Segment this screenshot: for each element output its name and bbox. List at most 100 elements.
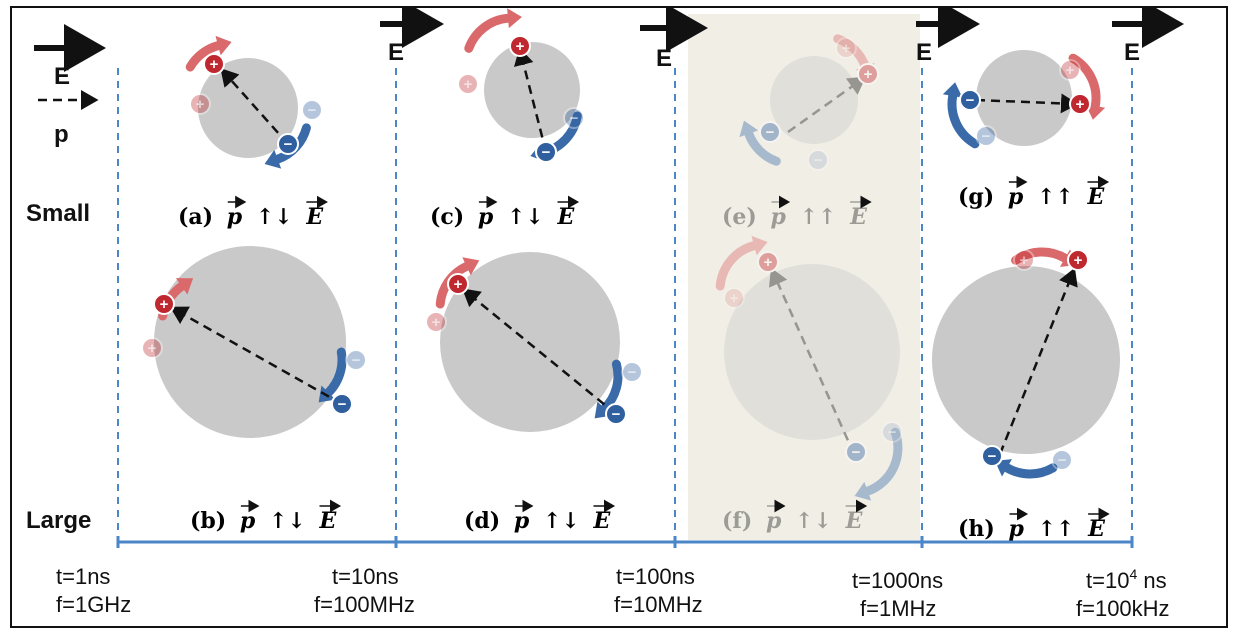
- positive-charge-e: [857, 63, 879, 85]
- caption-h: (h) p ↑↑ E: [958, 516, 1106, 542]
- positive-charge-faint-f-sign: +: [730, 290, 739, 307]
- negative-charge-arc-g-head: [942, 82, 963, 98]
- negative-charge-faint-b-sign: −: [352, 352, 361, 369]
- negative-charge-c-sign: −: [542, 144, 551, 161]
- dipole-arrow-b: [169, 306, 343, 406]
- negative-charge-d-sign: −: [612, 406, 621, 423]
- positive-charge-arc-e-head: [855, 62, 875, 80]
- field-marker-2: E: [640, 8, 708, 72]
- positive-charge-arc-e: [833, 34, 870, 71]
- dipole-arrow-f: [768, 267, 856, 455]
- positive-charge-g-sign: +: [1076, 96, 1085, 113]
- freq-label-1: f=1GHz: [56, 592, 131, 617]
- particle-c: [484, 42, 580, 138]
- negative-charge-g: [959, 89, 981, 111]
- particle-d: [440, 252, 620, 432]
- panel-c: +−+−: [457, 8, 585, 163]
- negative-charge-f: [845, 441, 867, 463]
- panel-g: +−+−: [942, 50, 1106, 149]
- polarization-diagram: E p Small Large E E E E + − + − + − + − + − + − + − + −…: [26, 8, 1184, 621]
- negative-charge-arc-f: [863, 427, 903, 496]
- field-marker-4: E: [1112, 8, 1184, 66]
- negative-charge-g-sign: −: [966, 92, 975, 109]
- legend-field-label: E: [54, 63, 70, 90]
- negative-charge-arc-g: [947, 91, 980, 149]
- dipole-arrow-e: [787, 76, 867, 134]
- negative-charge-arc-b-head: [318, 385, 336, 403]
- positive-charge-arc-a-head: [215, 35, 232, 56]
- legend-dipole-label: p: [54, 121, 69, 148]
- positive-charge-faint-h-sign: +: [1020, 252, 1029, 269]
- captions: (a) p ↑↓ E (b) p ↑↓ E (c) p ↑↓ E (d) p ↑…: [178, 175, 1110, 542]
- caption-d: (d) p ↑↓ E: [464, 508, 611, 534]
- positive-charge-faint-a: [189, 93, 211, 115]
- field-marker-1: E: [380, 8, 444, 66]
- timeline-labels: t=1ns f=1GHz t=10ns f=100MHz t=100ns f=1…: [56, 564, 1170, 621]
- row-label-large: Large: [26, 507, 91, 534]
- svg-text:E: E: [388, 39, 404, 66]
- svg-text:E: E: [1124, 39, 1140, 66]
- negative-charge-e: [759, 121, 781, 143]
- positive-charge-faint-g: [1059, 59, 1081, 81]
- timeline-axis: [116, 536, 1134, 548]
- positive-charge-arc-f-head: [751, 235, 768, 256]
- positive-charge-c: [509, 35, 531, 57]
- panel-e: +−+−: [739, 34, 879, 171]
- highlight-band: [688, 14, 920, 540]
- particle-e: [770, 56, 858, 144]
- positive-charge-c-sign: +: [516, 38, 525, 55]
- negative-charge-faint-d: [621, 361, 643, 383]
- positive-charge-faint-e: [835, 37, 857, 59]
- negative-charge-faint-g-sign: −: [982, 128, 991, 145]
- negative-charge-faint-e-sign: −: [814, 152, 823, 169]
- positive-charge-faint-c-sign: +: [464, 76, 473, 93]
- negative-charge-arc-d: [600, 359, 623, 413]
- negative-charge-faint-h-sign: −: [1058, 452, 1067, 469]
- positive-charge-arc-a: [185, 41, 223, 72]
- negative-charge-b: [331, 393, 353, 415]
- positive-charge-faint-d-sign: +: [432, 314, 441, 331]
- negative-charge-faint-a: [301, 99, 323, 121]
- particle-g: [976, 50, 1072, 146]
- negative-charge-arc-e: [744, 129, 781, 166]
- positive-charge-faint-h: [1013, 249, 1035, 271]
- row-label-small: Small: [26, 200, 90, 227]
- negative-charge-faint-f: [881, 421, 903, 443]
- caption-f: (f) p ↑↓ E: [722, 508, 864, 534]
- positive-charge-a-sign: +: [210, 56, 219, 73]
- negative-charge-a-sign: −: [284, 136, 293, 153]
- figure-frame: E p Small Large E E E E + − + − + − + − + − + − + − + −…: [10, 6, 1228, 628]
- dipole-arrow-h: [998, 267, 1078, 455]
- positive-charge-faint-b: [141, 337, 163, 359]
- time-label-3: t=100ns: [616, 564, 695, 589]
- svg-text:E: E: [916, 39, 932, 66]
- positive-charge-faint-e-sign: +: [842, 40, 851, 57]
- field-markers: E E E E: [380, 8, 1184, 72]
- positive-charge-g: [1069, 93, 1091, 115]
- negative-charge-f-sign: −: [852, 444, 861, 461]
- positive-charge-f-sign: +: [764, 254, 773, 271]
- positive-charge-arc-d-head: [462, 257, 480, 276]
- negative-charge-arc-h: [1002, 463, 1058, 479]
- particle-b: [154, 246, 346, 438]
- positive-charge-arc-b-head: [175, 278, 194, 295]
- caption-g: (g) p ↑↑ E: [958, 184, 1105, 210]
- positive-charge-e-sign: +: [864, 66, 873, 83]
- negative-charge-faint-d-sign: −: [628, 364, 637, 381]
- positive-charge-arc-h: [1011, 247, 1070, 265]
- field-marker-3: E: [916, 8, 980, 66]
- positive-charge-faint-f: [723, 287, 745, 309]
- positive-charge-h: [1067, 249, 1089, 271]
- panels: +−+−+−+−+−+−+−+−+−+−+−+−+−+−+−+−: [141, 8, 1120, 501]
- caption-a: (a) p ↑↓ E: [178, 204, 324, 230]
- negative-charge-a: [277, 133, 299, 155]
- legend: E p: [34, 24, 106, 148]
- negative-charge-faint-e: [807, 149, 829, 171]
- caption-b: (b) p ↑↓ E: [190, 508, 337, 534]
- negative-charge-faint-h: [1051, 449, 1073, 471]
- panel-f: + − + −: [715, 235, 903, 501]
- negative-charge-faint-f-sign: −: [888, 424, 897, 441]
- positive-charge-faint-d: [425, 311, 447, 333]
- time-label-1: t=1ns: [56, 564, 110, 589]
- dipole-arrow-c: [514, 47, 548, 153]
